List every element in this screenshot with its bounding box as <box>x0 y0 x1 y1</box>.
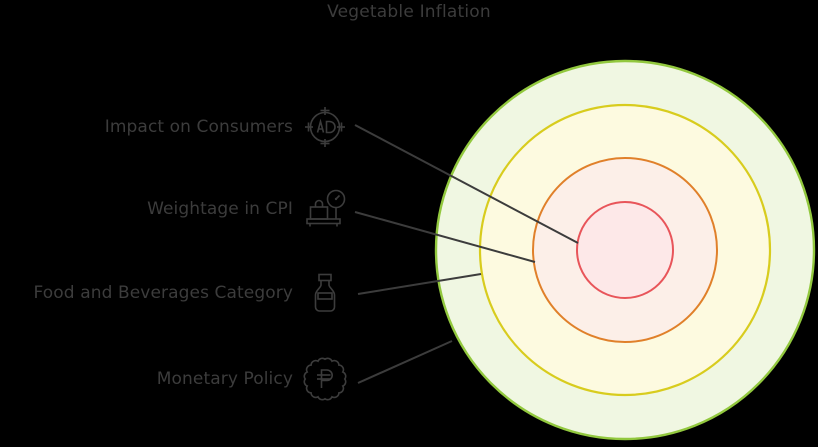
weighing-scale-bag-icon <box>302 186 348 232</box>
label-weightage-in-cpi: Weightage in CPI <box>147 199 293 219</box>
bottle-icon <box>302 270 348 316</box>
connector-group <box>354 124 579 384</box>
peso-seal-icon <box>302 356 348 402</box>
connector-weightage-in-cpi <box>354 211 536 263</box>
label-impact-on-consumers: Impact on Consumers <box>104 117 293 137</box>
connector-impact-on-consumers <box>354 124 579 244</box>
ring-impact-on-consumers[interactable] <box>576 201 674 299</box>
ring-group <box>434 59 816 441</box>
page-title: Vegetable Inflation <box>327 2 491 22</box>
target-ad-icon <box>302 104 348 150</box>
connector-monetary-policy <box>357 340 453 384</box>
connector-food-and-beverages-category <box>357 273 482 295</box>
label-food-and-beverages-category: Food and Beverages Category <box>33 283 293 303</box>
label-monetary-policy: Monetary Policy <box>156 369 293 389</box>
